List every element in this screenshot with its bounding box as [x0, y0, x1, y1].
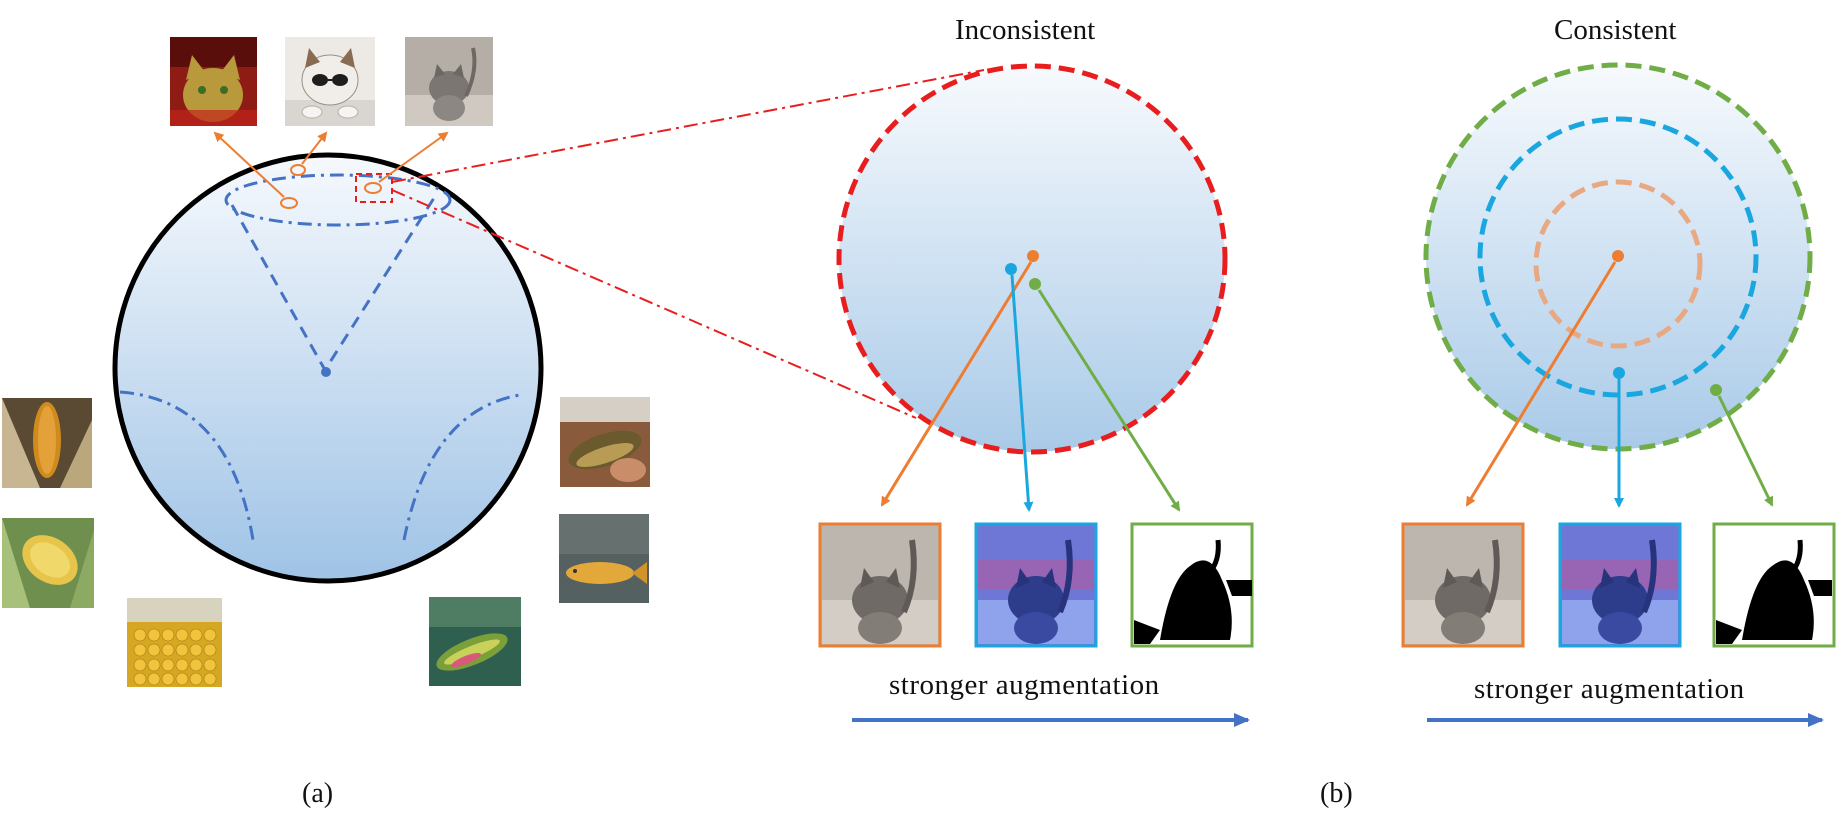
consistent-thumb-solarized	[1712, 522, 1836, 648]
panel-b-consistent	[1401, 62, 1836, 727]
cluster-arc-right	[402, 393, 521, 541]
thumb-corn-kernels	[127, 598, 222, 687]
sample-point-3	[364, 182, 382, 194]
thumb-fish-wrasse	[429, 597, 521, 686]
consistent-axis-label: stronger augmentation	[1474, 673, 1745, 705]
panel-b-inconsistent	[818, 63, 1254, 727]
thumb-cat-grey	[405, 37, 493, 126]
consistent-thumb-colorjitter	[1558, 522, 1682, 648]
cluster-cap-ellipse	[224, 173, 452, 227]
zoom-box	[355, 173, 393, 203]
arrow-to-cat-2	[301, 131, 328, 165]
consistent-anchor-green	[1710, 384, 1722, 396]
consistent-arrow-green	[1717, 395, 1774, 507]
anchor-point-green	[1029, 278, 1041, 290]
consistent-circle-inner	[1533, 179, 1703, 349]
consistent-arrow-orange	[1465, 261, 1617, 507]
thumb-cat-red	[170, 37, 257, 126]
thumb-corn-leaves	[2, 518, 94, 608]
thumb-fish-hand	[560, 397, 650, 487]
consistent-title: Consistent	[1554, 14, 1677, 46]
panel-b-label: (b)	[1320, 778, 1353, 809]
consistent-anchor-orange	[1612, 250, 1624, 262]
consistent-anchor-blue	[1613, 367, 1625, 379]
inconsistent-axis-label: stronger augmentation	[889, 669, 1160, 701]
arrow-to-cat-1	[213, 131, 285, 198]
arrow-to-cat-3	[378, 131, 449, 183]
anchor-point-blue	[1005, 263, 1017, 275]
aug-thumb-original	[818, 522, 942, 648]
sample-point-2	[290, 164, 306, 176]
inconsistent-title: Inconsistent	[955, 14, 1096, 46]
thumb-corn-husk	[2, 398, 92, 488]
panel-a-label: (a)	[302, 778, 334, 809]
aug-thumb-solarized	[1130, 522, 1254, 648]
thumb-fish-carp	[559, 514, 649, 603]
zoom-line-top	[391, 69, 985, 183]
arrow-green	[1037, 289, 1181, 512]
cluster-arc-left	[119, 390, 255, 541]
aug-thumb-colorjitter	[974, 522, 1098, 648]
anchor-point-orange	[1027, 250, 1039, 262]
thumb-cat-sunglasses	[285, 37, 375, 126]
consistent-thumb-original	[1401, 522, 1525, 648]
arrow-orange	[880, 261, 1033, 507]
arrow-blue	[1010, 274, 1034, 512]
sphere-center-dot	[321, 367, 331, 377]
sample-point-1	[280, 197, 298, 209]
panel-a	[2, 37, 650, 687]
